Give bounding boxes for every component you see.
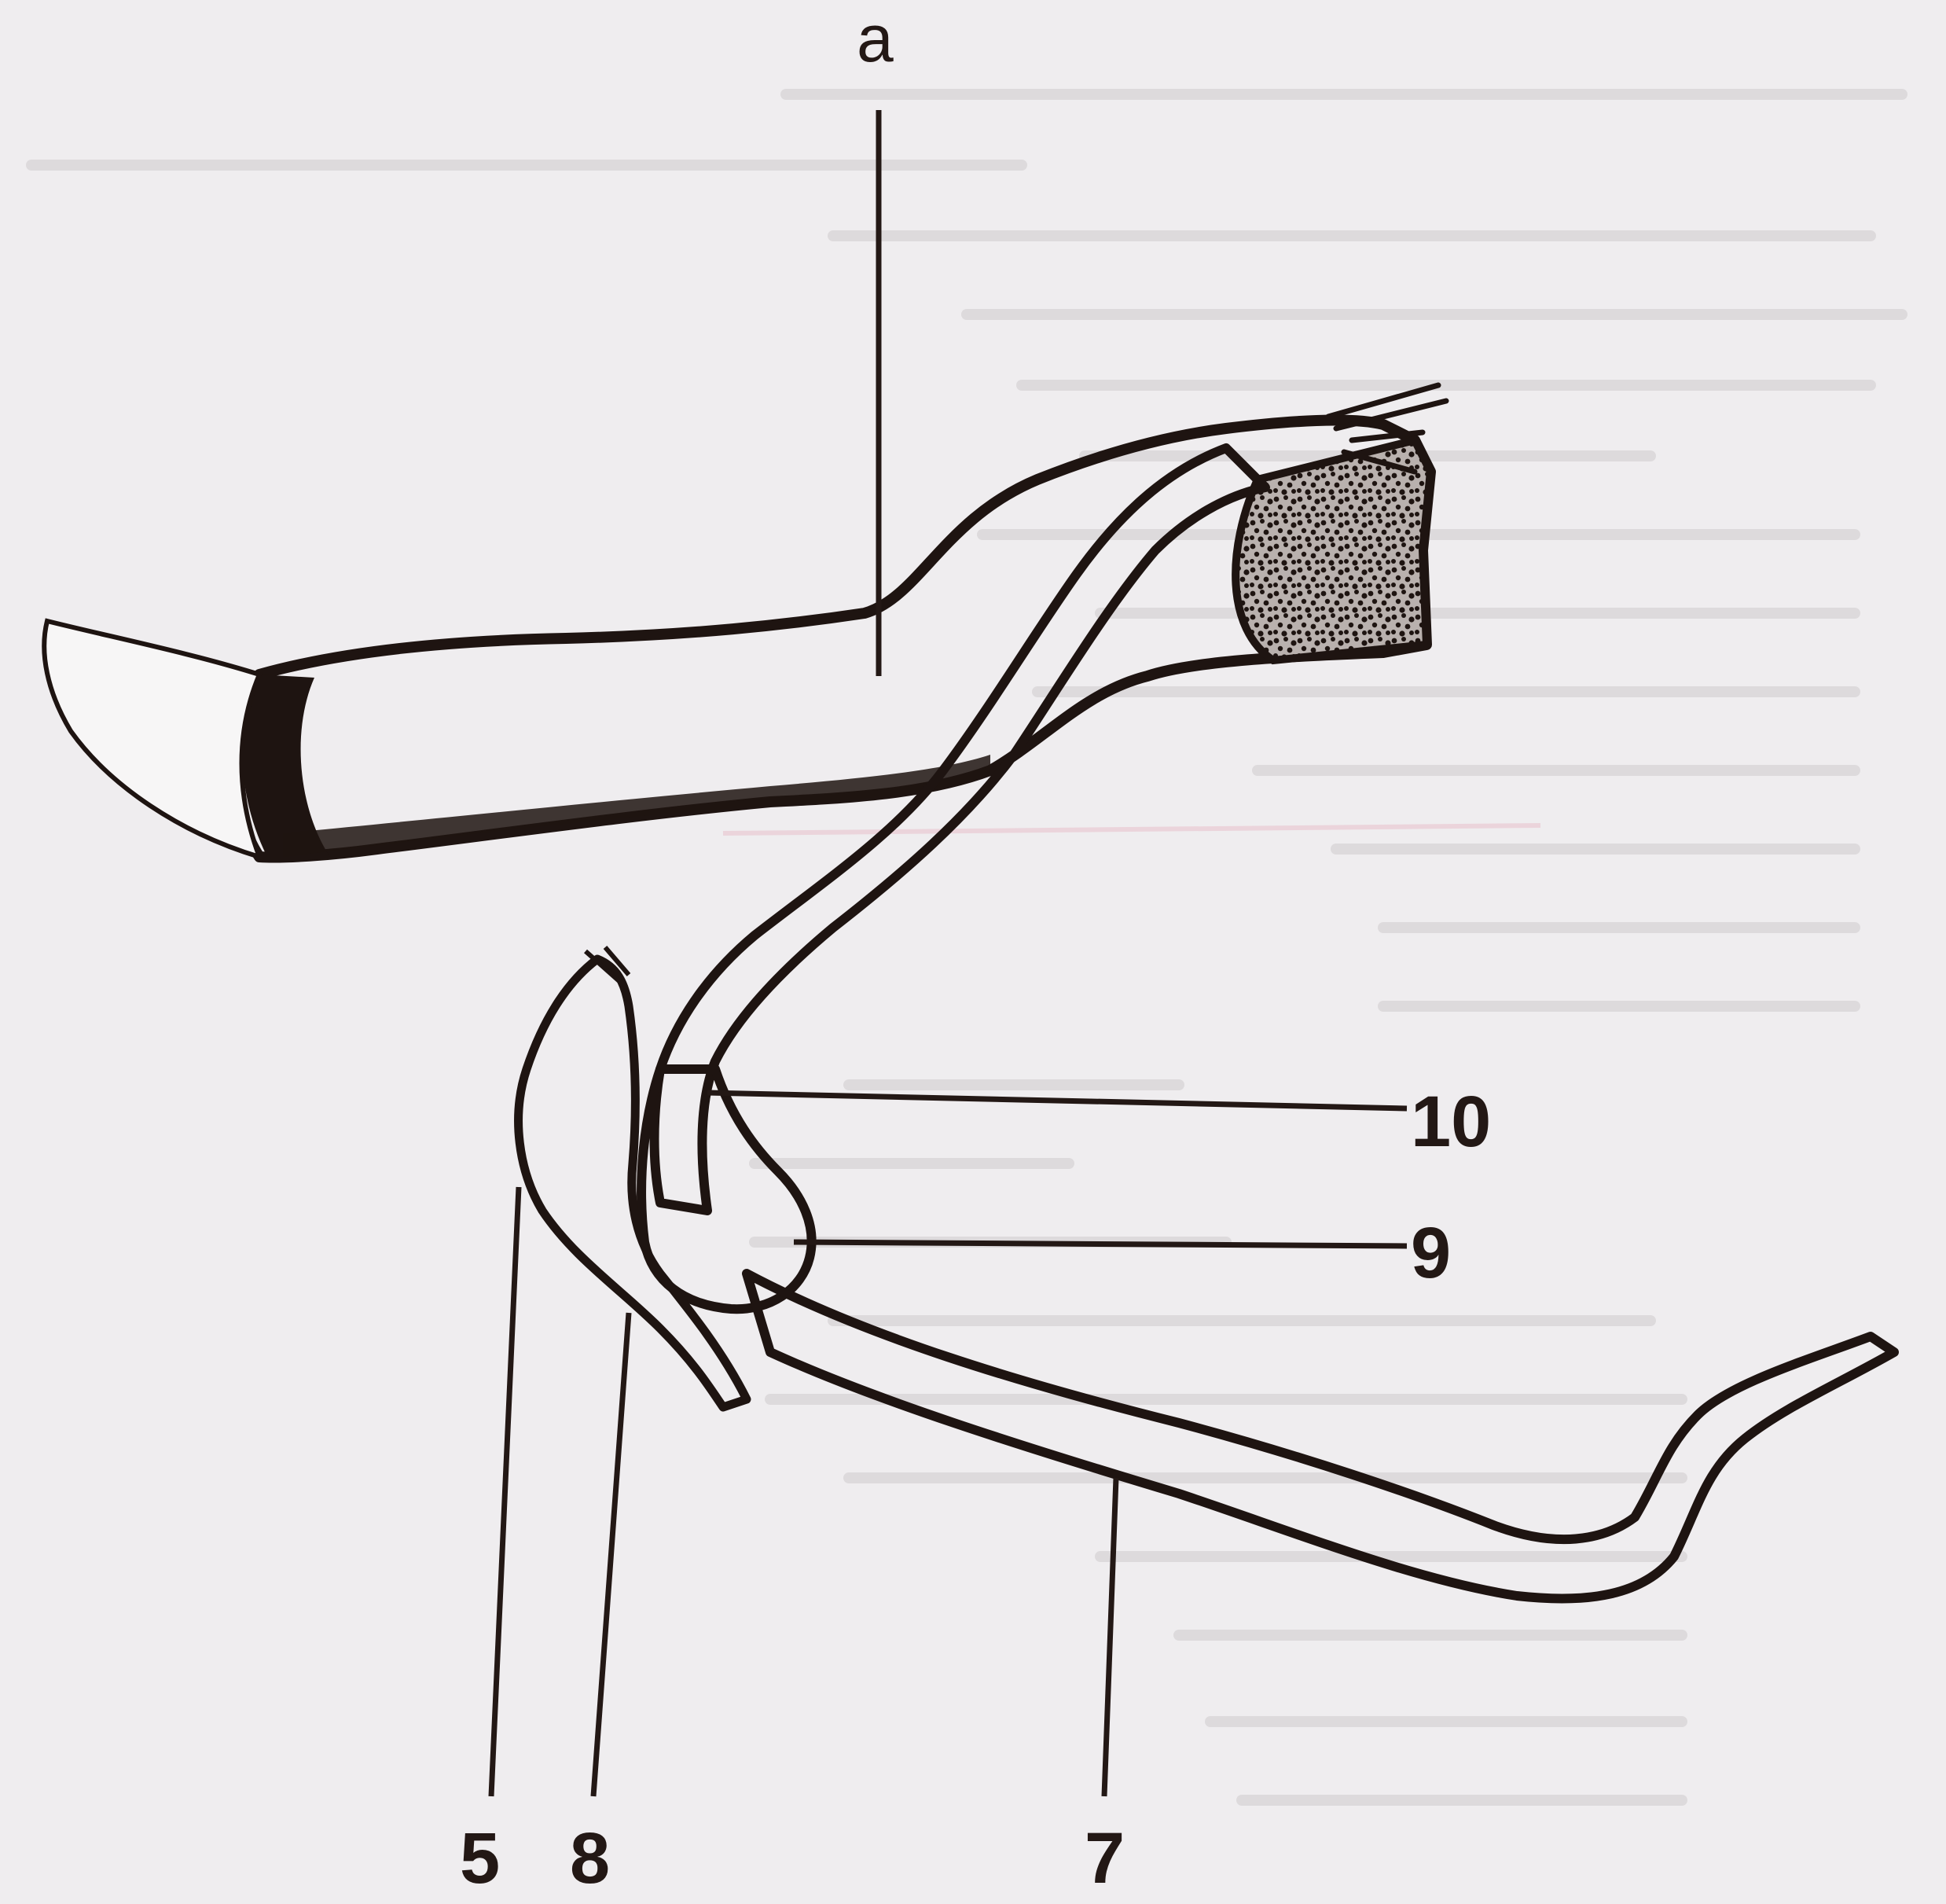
bleed-through-ghost-text xyxy=(31,94,1902,1800)
leader-9 xyxy=(794,1242,1407,1246)
leader-10 xyxy=(707,1093,1407,1108)
cut-end-white xyxy=(44,621,259,857)
leader-5 xyxy=(491,1187,519,1796)
label-5: 5 xyxy=(460,1818,500,1898)
label-a: a xyxy=(857,2,894,75)
label-9: 9 xyxy=(1411,1213,1451,1293)
leader-8 xyxy=(593,1313,629,1796)
label-10: 10 xyxy=(1411,1082,1491,1162)
label-8: 8 xyxy=(570,1818,610,1898)
leader-lines xyxy=(491,110,1407,1796)
leader-7 xyxy=(1104,1478,1116,1796)
structure-a-upper-organ xyxy=(44,421,1430,858)
lower-ampulla xyxy=(641,1069,812,1309)
label-7: 7 xyxy=(1085,1818,1125,1898)
pink-smudge xyxy=(723,825,1540,833)
structure-5-left-tube xyxy=(519,947,747,1407)
